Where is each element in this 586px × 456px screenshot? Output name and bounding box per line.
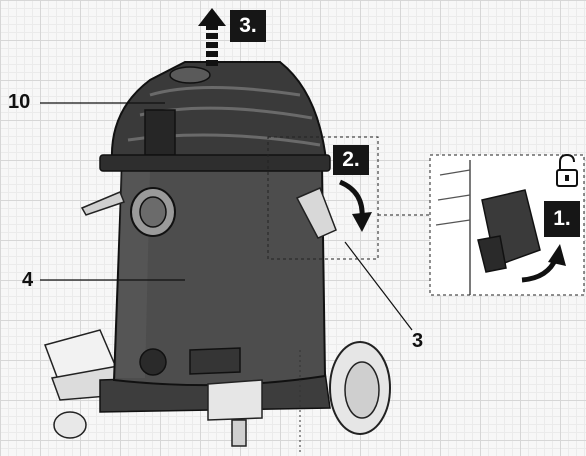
leader-line-3 — [344, 241, 413, 331]
front-fittings — [139, 347, 263, 447]
latch-clip — [295, 186, 337, 239]
right-wheel — [329, 341, 391, 435]
callout-3: 3 — [412, 330, 424, 352]
step-1-badge: 1. — [544, 201, 580, 237]
callout-4: 4 — [22, 269, 34, 291]
upward-curved-arrow-icon — [521, 244, 566, 283]
motor-head — [99, 61, 331, 172]
hose-inlet — [130, 187, 176, 237]
unlock-padlock-icon — [556, 153, 578, 187]
upward-lift-arrow-icon — [198, 8, 226, 66]
detail-box-step2 — [267, 136, 379, 260]
inset-latch-detail — [435, 160, 541, 295]
downward-curved-arrow-icon — [338, 179, 372, 232]
step-2-badge: 2. — [333, 145, 369, 175]
callout-10: 10 — [8, 91, 31, 113]
side-handle — [80, 191, 125, 216]
step-3-badge: 3. — [230, 10, 266, 42]
